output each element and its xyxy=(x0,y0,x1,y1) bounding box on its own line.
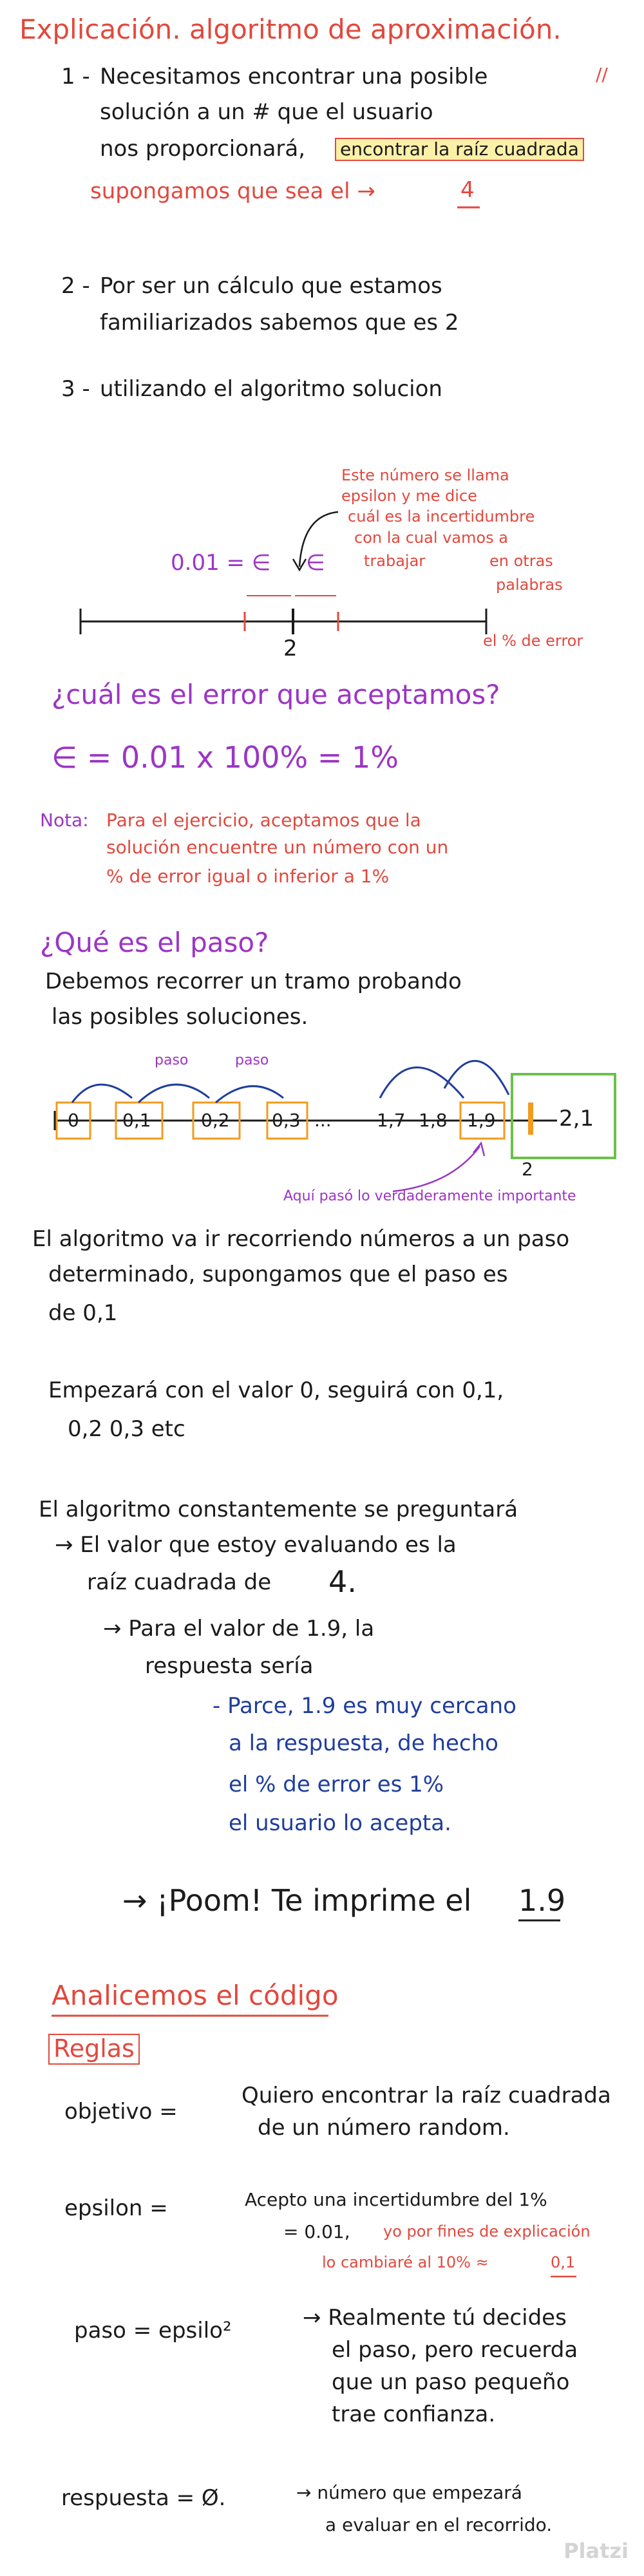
alg-line-2: determinado, supongamos que el paso es xyxy=(48,1262,508,1287)
error-question: ¿cuál es el error que aceptamos? xyxy=(52,679,500,710)
poom-text: → ¡Poom! Te imprime el xyxy=(122,1883,472,1918)
alg-line-3: de 0,1 xyxy=(48,1300,118,1326)
epsilon-note-8: el % de error xyxy=(483,632,583,650)
blue-line-2: a la respuesta, de hecho xyxy=(229,1730,498,1756)
epsilon-key: epsilon = xyxy=(64,2195,168,2221)
nota-line-1: Para el ejercicio, aceptamos que la xyxy=(106,810,421,831)
empezara-line-1: Empezará con el valor 0, seguirá con 0,1… xyxy=(48,1378,504,1403)
epsilon-note-3: cuál es la incertidumbre xyxy=(348,507,535,526)
item-3-line-1: utilizando el algoritmo solucion xyxy=(100,376,442,402)
nota-line-2: solución encuentre un número con un xyxy=(106,837,449,858)
nl2-two: 2 xyxy=(522,1159,533,1180)
paso-line-3: que un paso pequeño xyxy=(332,2369,570,2395)
objetivo-line-2: de un número random. xyxy=(258,2115,510,2141)
paso-intro-1: Debemos recorrer un tramo probando xyxy=(45,969,462,994)
item-2-line-1: Por ser un cálculo que estamos xyxy=(100,273,442,299)
paso-line-4: trae confianza. xyxy=(332,2401,496,2427)
epsilon-line-2-red: yo por fines de explicación xyxy=(383,2222,591,2240)
nota-head: Nota: xyxy=(40,810,89,831)
epsilon-note-6: en otras xyxy=(489,552,553,570)
pregunta-line-2: → El valor que estoy evaluando es la xyxy=(55,1532,457,1558)
pregunta-value: 4. xyxy=(328,1564,357,1599)
respuesta-key: respuesta = Ø. xyxy=(61,2485,226,2511)
paso-label-1: paso xyxy=(155,1052,189,1068)
paso-line-2: el paso, pero recuerda xyxy=(332,2337,578,2363)
objetivo-key: objetivo = xyxy=(64,2099,178,2125)
nl2-label-18: 1,8 xyxy=(419,1110,448,1131)
para-line-2: respuesta sería xyxy=(145,1653,314,1679)
paso-question: ¿Qué es el paso? xyxy=(40,927,269,958)
paso-intro-2: las posibles soluciones. xyxy=(52,1004,308,1030)
item-3-number: 3 - xyxy=(61,376,90,402)
alg-line-1: El algoritmo va ir recorriendo números a… xyxy=(32,1226,570,1252)
blue-line-4: el usuario lo acepta. xyxy=(229,1810,451,1836)
item-1-line-3: nos proporcionará, xyxy=(100,136,306,162)
numberline-1-two: 2 xyxy=(283,636,298,661)
para-line-1: → Para el valor de 1.9, la xyxy=(103,1616,375,1642)
epsilon-note-4: con la cual vamos a xyxy=(354,529,508,547)
nl2-label-21: 2,1 xyxy=(559,1106,594,1132)
epsilon-note-5: trabajar xyxy=(364,552,426,570)
epsilon-line-1: Acepto una incertidumbre del 1% xyxy=(245,2189,547,2210)
item-1-line-2: solución a un # que el usuario xyxy=(100,99,433,125)
item-1-value: 4 xyxy=(460,177,475,203)
respuesta-line-2: a evaluar en el recorrido. xyxy=(325,2514,553,2535)
nl2-label-03: 0,3 xyxy=(272,1110,301,1131)
error-formula: ∈ = 0.01 x 100% = 1% xyxy=(52,740,399,775)
empezara-line-2: 0,2 0,3 etc xyxy=(68,1416,185,1442)
pregunta-line-1: El algoritmo constantemente se preguntar… xyxy=(39,1497,518,1522)
epsilon-line-3-val: 0,1 xyxy=(551,2253,576,2271)
paso-line-1: → Realmente tú decides xyxy=(303,2305,567,2331)
aqui-note: Aquí pasó lo verdaderamente importante xyxy=(283,1188,576,1204)
nl2-label-0: 0 xyxy=(68,1110,79,1131)
nl2-label-01: 0,1 xyxy=(122,1110,151,1131)
pregunta-line-3: raíz cuadrada de xyxy=(87,1569,272,1595)
epsilon-line-3-red: lo cambiaré al 10% ≈ xyxy=(322,2253,489,2271)
item-1-suppose: supongamos que sea el → xyxy=(90,178,375,204)
item-1-line-1: Necesitamos encontrar una posible xyxy=(100,64,488,90)
analicemos-heading: Analicemos el código xyxy=(52,1980,339,2011)
nota-line-3: % de error igual o inferior a 1% xyxy=(106,866,390,887)
page-title: Explicación. algoritmo de aproximación. xyxy=(19,14,562,45)
platzi-logo: Platzi xyxy=(564,2539,629,2563)
item-2-line-2: familiarizados sabemos que es 2 xyxy=(100,310,459,336)
epsilon-line-2: = 0.01, xyxy=(283,2221,350,2242)
reglas-heading: Reglas xyxy=(48,2034,140,2065)
nl2-label-19: 1,9 xyxy=(467,1110,496,1131)
item-1-highlight: encontrar la raíz cuadrada xyxy=(335,138,584,162)
paso-key: paso = epsilo² xyxy=(74,2318,232,2344)
svg-text://: // xyxy=(596,64,608,85)
epsilon-note-1: Este número se llama xyxy=(341,466,509,484)
paso-label-2: paso xyxy=(235,1052,269,1068)
item-1-number: 1 - xyxy=(61,64,90,90)
epsilon-note-2: epsilon y me dice xyxy=(341,487,477,505)
epsilon-label-2: ∈ xyxy=(306,550,325,576)
nl2-label-02: 0,2 xyxy=(201,1110,230,1131)
respuesta-line-1: → número que empezará xyxy=(296,2482,522,2503)
blue-line-3: el % de error es 1% xyxy=(229,1772,444,1797)
objetivo-line-1: Quiero encontrar la raíz cuadrada xyxy=(242,2083,611,2108)
epsilon-note-7: palabras xyxy=(496,576,563,594)
item-2-number: 2 - xyxy=(61,273,90,299)
nl2-label-dots: ... xyxy=(314,1110,332,1131)
blue-line-1: - Parce, 1.9 es muy cercano xyxy=(213,1693,516,1719)
poom-value: 1.9 xyxy=(518,1883,566,1918)
epsilon-label: 0.01 = ∈ xyxy=(171,550,271,576)
nl2-label-17: 1,7 xyxy=(377,1110,406,1131)
